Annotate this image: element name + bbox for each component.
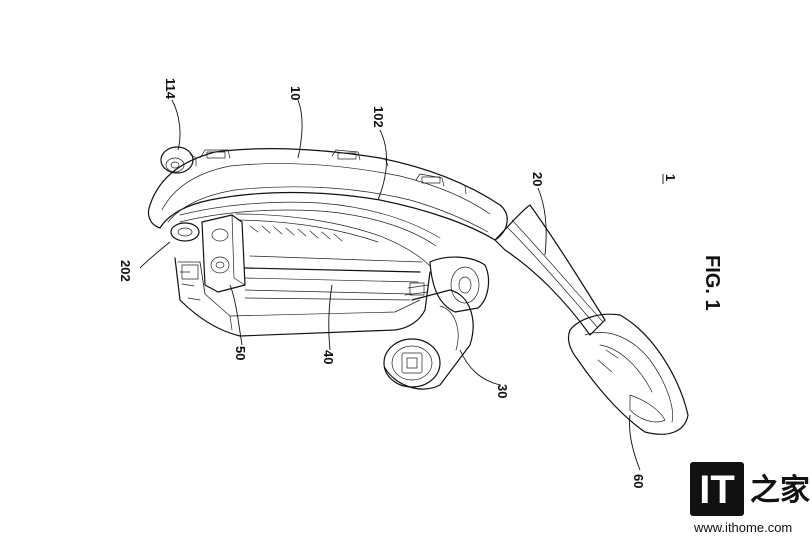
figure-caption: FIG. 1 [701, 255, 723, 311]
roller-202 [170, 222, 200, 242]
watermark-logo-box [690, 462, 744, 516]
gearbox [404, 256, 490, 313]
label-20: 20 [530, 172, 545, 186]
bracket-50 [201, 214, 246, 293]
label-10: 10 [288, 86, 303, 100]
guide-rods-40 [244, 255, 423, 301]
reference-labels: 114 10 102 20 202 50 40 30 60 1 FIG. 1 [118, 78, 723, 488]
label-40: 40 [321, 350, 336, 364]
hinge-knob-114 [160, 146, 197, 174]
watermark-url: www.ithome.com [693, 520, 792, 535]
ithome-watermark: IT 之家 www.ithome.com [690, 462, 810, 535]
label-102: 102 [371, 106, 386, 128]
base-frame [174, 257, 431, 337]
label-202: 202 [118, 260, 133, 282]
assembly-ref-1: 1 [663, 174, 678, 181]
rail-102 [179, 201, 441, 267]
label-114: 114 [163, 78, 178, 100]
label-50: 50 [233, 346, 248, 360]
motor-30 [383, 289, 474, 390]
arm-20 [494, 204, 606, 336]
label-30: 30 [495, 384, 510, 398]
leader-lines [139, 99, 641, 471]
label-60: 60 [631, 474, 646, 488]
foot-60 [567, 313, 689, 435]
watermark-logo-han: 之家 [750, 473, 810, 508]
watermark-logo-text: IT [699, 468, 735, 512]
